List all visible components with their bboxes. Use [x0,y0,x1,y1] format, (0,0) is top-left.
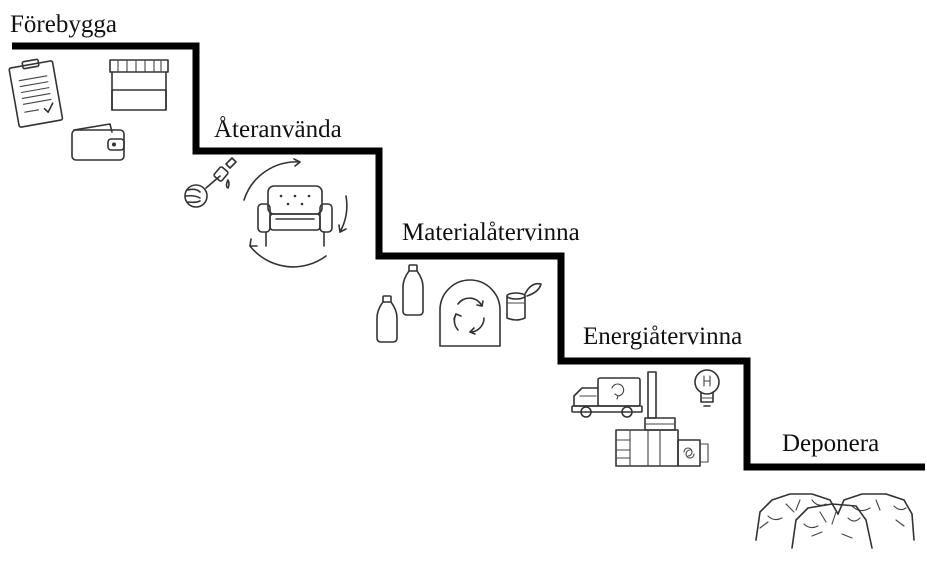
garbage-truck-icon [571,377,643,418]
armchair-reuse-icon [243,158,348,268]
light-bulb-icon [694,369,720,407]
paint-brush-hand-icon [184,157,237,208]
step-label-forebygga: Förebygga [10,11,117,38]
incineration-plant-icon [615,371,709,467]
bottle-icon [402,264,424,316]
tin-can-icon [506,282,542,321]
recycling-container-icon [439,279,501,347]
clipboard-icon [8,58,64,128]
wallet-icon [71,123,125,161]
step-label-ateranvanda: Återanvända [214,116,342,143]
market-stall-icon [109,59,169,111]
step-label-deponera: Deponera [782,430,880,457]
landfill-rocks-icon [755,493,915,549]
step-label-energiatervinna: Energiåtervinna [583,323,743,350]
bottle-icon [376,295,398,343]
step-label-materialatervinna: Materialåtervinna [402,219,580,246]
